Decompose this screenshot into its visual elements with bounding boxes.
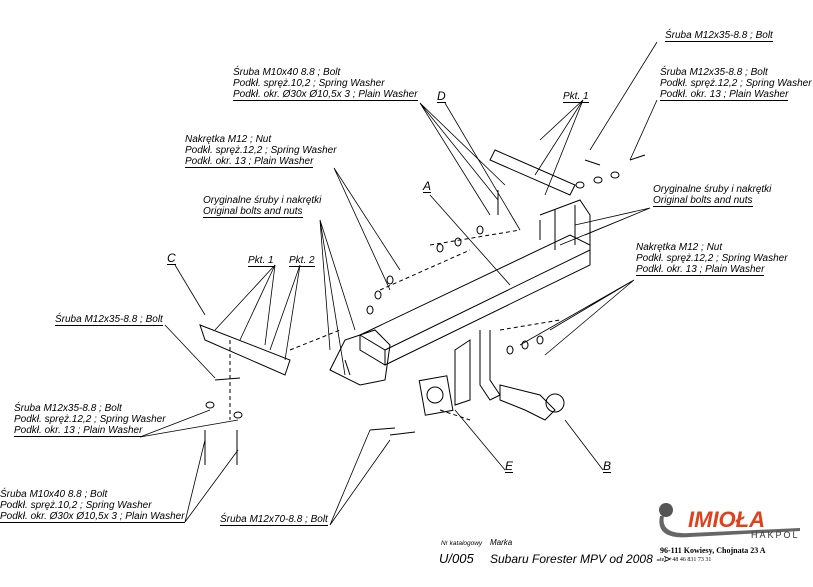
label-line: Pkt. 1 <box>248 255 274 267</box>
label-line: Podkł. spręż.10,2 ; Spring Washer <box>233 78 385 89</box>
catalog-label: Nr katalogowy <box>441 540 483 547</box>
company-phone: tel. +48 46 831 73 31 <box>660 557 712 563</box>
label-line: Podkł. spręż.12,2 ; Spring Washer <box>185 145 337 156</box>
label-line: Podkł. spręż.10,2 ; Spring Washer <box>0 500 152 511</box>
label-line: Podkł. okr. 13 ; Plain Washer <box>660 89 789 101</box>
label-line: Śruba M10x40 8.8 ; Bolt <box>233 67 341 78</box>
label-line: Śruba M12x35-8.8 ; Bolt <box>55 314 163 326</box>
label-line: Śruba M10x40 8.8 ; Bolt <box>0 489 108 500</box>
label-bolt-bottom: Śruba M12x70-8.8 ; Bolt <box>220 514 328 526</box>
label-set-right-upper: Śruba M12x35-8.8 ; Bolt Podkł. spręż.12,… <box>660 67 812 101</box>
label-line: Podkł. okr. 13 ; Plain Washer <box>636 264 765 276</box>
label-line: Śruba M12x35-8.8 ; Bolt <box>14 403 122 414</box>
label-line: Nakrętka M12 ; Nut <box>636 242 723 253</box>
label-line: Original bolts and nuts <box>653 195 753 207</box>
make-value: Subaru Forester MPV od 2008 - > <box>490 552 671 566</box>
label-line: Podkł. okr. Ø30x Ø10,5x 3 ; Plain Washer <box>233 89 418 101</box>
label-line: Śruba M12x35-8.8 ; Bolt <box>665 30 773 42</box>
crossbar <box>359 234 591 366</box>
label-pkt1-left: Pkt. 1 <box>248 255 274 267</box>
label-line: Podkł. okr. 13 ; Plain Washer <box>185 156 314 168</box>
part-letter-d: D <box>437 89 446 103</box>
socket-plate-e <box>418 375 454 416</box>
label-nut-set-left: Nakrętka M12 ; Nut Podkł. spręż.12,2 ; S… <box>185 134 337 168</box>
label-set-left-bottom: Śruba M10x40 8.8 ; Bolt Podkł. spręż.10,… <box>0 489 185 523</box>
part-letter-e: E <box>505 459 514 473</box>
label-line: Pkt. 2 <box>289 255 315 267</box>
label-line: Podkł. spręż.12,2 ; Spring Washer <box>636 253 788 264</box>
ball-arm <box>499 384 556 421</box>
label-line: Nakrętka M12 ; Nut <box>185 134 272 145</box>
brand-sub: HAKPOL <box>751 530 800 540</box>
label-line: Śruba M12x35-8.8 ; Bolt <box>660 67 768 78</box>
part-letter-c: C <box>167 251 176 265</box>
label-line: Oryginalne śruby i nakrętki <box>203 195 322 206</box>
label-bolt-top-right: Śruba M12x35-8.8 ; Bolt <box>665 30 773 42</box>
label-line: Original bolts and nuts <box>203 206 303 218</box>
label-line: Podkł. spręż.12,2 ; Spring Washer <box>14 414 166 425</box>
label-pkt1-top: Pkt. 1 <box>563 91 589 103</box>
part-letter-b: B <box>603 459 612 473</box>
part-letter-a: A <box>423 179 432 193</box>
label-line: Podkł. okr. 13 ; Plain Washer <box>14 425 143 437</box>
label-bolt-left: Śruba M12x35-8.8 ; Bolt <box>55 314 163 326</box>
ball <box>545 393 565 413</box>
ball-holder <box>479 330 501 401</box>
plate-d <box>489 149 576 196</box>
label-original-right: Oryginalne śruby i nakrętki Original bol… <box>653 184 771 207</box>
right-bracket <box>539 199 591 250</box>
left-bracket <box>329 329 391 386</box>
label-nut-set-right: Nakrętka M12 ; Nut Podkł. spręż.12,2 ; S… <box>636 242 788 276</box>
label-line: Oryginalne śruby i nakrętki <box>653 184 772 195</box>
label-pkt2-left: Pkt. 2 <box>289 255 315 267</box>
label-line: Podkł. okr. Ø30x Ø10,5x 3 ; Plain Washer <box>0 511 185 523</box>
plate-c <box>199 324 291 376</box>
label-original-left: Oryginalne śruby i nakrętki Original bol… <box>203 195 321 218</box>
company-address: 96-111 Kowiesy, Chojnata 23 A <box>660 546 766 555</box>
label-line: Podkł. spręż.12,2 ; Spring Washer <box>660 78 812 89</box>
label-set-top-center: Śruba M10x40 8.8 ; Bolt Podkł. spręż.10,… <box>233 67 418 101</box>
label-line: Pkt. 1 <box>563 91 589 103</box>
label-line: Śruba M12x70-8.8 ; Bolt <box>220 514 328 526</box>
label-set-left-mid: Śruba M12x35-8.8 ; Bolt Podkł. spręż.12,… <box>14 403 166 437</box>
catalog-number: U/005 <box>439 551 474 566</box>
make-label: Marka <box>490 538 513 547</box>
